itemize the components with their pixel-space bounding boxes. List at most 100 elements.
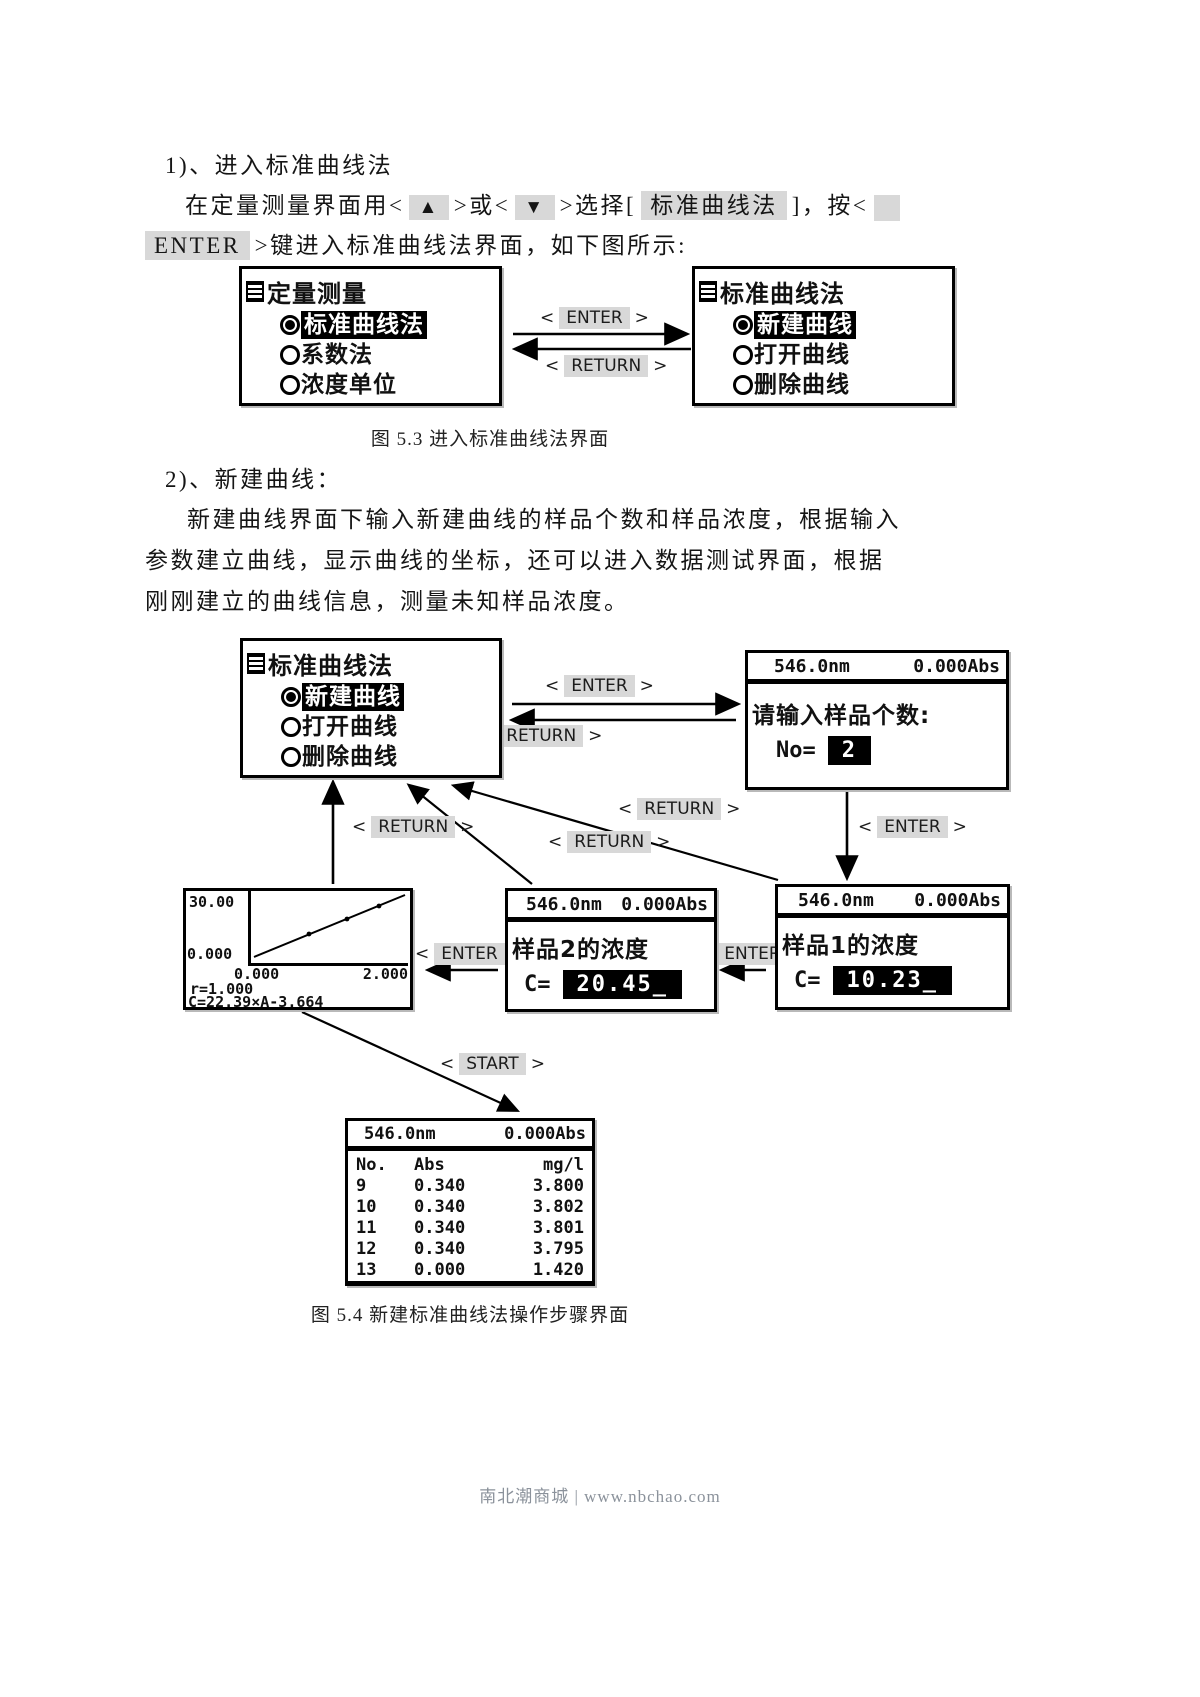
wavelength-value: 546.0nm <box>798 890 874 911</box>
menu-option-highlight: 标准曲线法 <box>641 191 787 220</box>
fig54-return-up-label: <RETURN> <box>352 816 475 838</box>
cell-conc: 3.801 <box>532 1218 584 1238</box>
return-key-label: RETURN <box>499 725 584 747</box>
table-row: 9 0.340 3.800 <box>348 1176 592 1197</box>
menu-item: 删除曲线 <box>733 371 952 399</box>
fig54-start-label: <START> <box>440 1053 545 1075</box>
screen-title-row: 标准曲线法 <box>699 274 948 309</box>
data-point <box>344 916 350 922</box>
label-text: < <box>415 944 430 964</box>
table-row: 10 0.340 3.802 <box>348 1197 592 1218</box>
enter-key-label: ENTER <box>564 675 635 697</box>
data-point <box>376 903 382 909</box>
lcd-screen-stdcurve-menu: 标准曲线法 新建曲线 打开曲线 删除曲线 <box>240 638 502 778</box>
menu-item-label: 系数法 <box>301 342 373 368</box>
menu-item-label: 打开曲线 <box>754 342 850 368</box>
section-1-line-3: ENTER>键进入标准曲线法界面，如下图所示: <box>145 226 687 260</box>
column-header: mg/l <box>543 1155 584 1175</box>
correlation-value: r=1.000 <box>190 980 254 998</box>
label-text: < <box>548 832 563 852</box>
cell-abs: 0.340 <box>414 1176 466 1196</box>
lcd-screen-stdcurve-menu: 标准曲线法 新建曲线 打开曲线 删除曲线 <box>692 266 955 406</box>
enter-key-label: ENTER <box>717 943 788 965</box>
start-arrow <box>301 1010 521 1112</box>
screen-title: 标准曲线法 <box>268 652 393 680</box>
label-text: > <box>460 817 475 837</box>
body-text: ]，按< <box>791 193 869 218</box>
paragraph-line: 刚刚建立的曲线信息，测量未知样品浓度。 <box>145 589 630 614</box>
section-1-line-2: 在定量测量界面用<▲>或<▼>选择[标准曲线法]，按< <box>185 186 901 221</box>
enter-key-label: ENTER <box>559 307 630 329</box>
cell-abs: 0.000 <box>414 1260 466 1280</box>
input-prompt: 请输入样品个数: <box>752 703 931 729</box>
curve-plot-area <box>248 891 408 966</box>
measure-header: 546.0nm 0.000Abs <box>348 1121 592 1151</box>
cell-no: 10 <box>356 1197 377 1217</box>
label-text: < <box>440 1054 455 1074</box>
data-point <box>306 931 312 937</box>
menu-item-label: 打开曲线 <box>302 714 398 740</box>
menu-item: 新建曲线 <box>281 683 499 711</box>
screen-title-row: 定量测量 <box>246 274 495 309</box>
paragraph-line: 新建曲线界面下输入新建曲线的样品个数和样品浓度，根据输入 <box>187 507 901 532</box>
fig53-enter-label: <ENTER> <box>540 307 649 329</box>
section-1-heading: 1)、进入标准曲线法 <box>165 153 394 178</box>
screen-title: 定量测量 <box>267 280 367 308</box>
label-text: > <box>634 308 649 328</box>
label-text: > <box>588 726 603 746</box>
absorbance-value: 0.000Abs <box>914 890 1001 911</box>
table-row: 12 0.340 3.795 <box>348 1239 592 1260</box>
cell-conc: 3.795 <box>532 1239 584 1259</box>
measure-header: 546.0nm 0.000Abs <box>508 891 714 922</box>
wavelength-value: 546.0nm <box>364 1124 436 1144</box>
menu-item: 删除曲线 <box>281 743 499 771</box>
cell-no: 9 <box>356 1176 367 1196</box>
field-label: C= <box>524 972 551 997</box>
radio-icon <box>733 375 753 395</box>
wavelength-value: 546.0nm <box>526 894 602 915</box>
menu-item: 新建曲线 <box>733 311 952 339</box>
menu-item: 打开曲线 <box>733 341 952 369</box>
radio-icon <box>281 717 301 737</box>
return-key-label: RETURN <box>371 816 456 838</box>
measure-header: 546.0nm 0.000Abs <box>748 653 1006 684</box>
cell-no: 11 <box>356 1218 377 1238</box>
menu-icon <box>246 281 264 302</box>
screen-title: 标准曲线法 <box>720 280 845 308</box>
fig54-arrows <box>301 692 859 1112</box>
column-header: Abs <box>414 1155 445 1175</box>
field-value: 20.45_ <box>562 970 682 999</box>
label-text: < <box>545 676 560 696</box>
lcd-screen-quant-menu: 定量测量 标准曲线法 系数法 浓度单位 <box>239 266 502 406</box>
label-text: > <box>952 817 967 837</box>
cell-abs: 0.340 <box>414 1218 466 1238</box>
field-value: 10.23_ <box>832 966 952 995</box>
cell-conc: 3.802 <box>532 1197 584 1217</box>
cell-no: 12 <box>356 1239 377 1259</box>
down-arrow-key-icon: ▼ <box>515 195 555 220</box>
cell-no: 13 <box>356 1260 377 1280</box>
table-row: 11 0.340 3.801 <box>348 1218 592 1239</box>
radio-icon <box>280 345 300 365</box>
site-footer: 南北潮商城 | www.nbchao.com <box>479 1487 721 1506</box>
wavelength-value: 546.0nm <box>774 656 850 677</box>
lcd-screen-sample2-conc: 546.0nm 0.000Abs 样品2的浓度 C= 20.45_ <box>505 888 717 1012</box>
fig53-caption: 图 5.3 进入标准曲线法界面 <box>370 429 610 450</box>
radio-selected-icon <box>733 315 753 335</box>
menu-item-label: 浓度单位 <box>301 372 397 398</box>
fig54-return-diagonal-label: <RETURN> <box>548 831 670 853</box>
x-min-label: 0.000 <box>234 965 280 983</box>
cell-abs: 0.340 <box>414 1239 466 1259</box>
calibration-line <box>253 894 406 958</box>
cell-abs: 0.340 <box>414 1197 466 1217</box>
paragraph-line: 参数建立曲线，显示曲线的坐标，还可以进入数据测试界面，根据 <box>145 548 885 573</box>
input-prompt: 样品1的浓度 <box>782 933 920 959</box>
absorbance-value: 0.000Abs <box>504 1124 586 1144</box>
label-text: < <box>545 356 560 376</box>
column-header: No. <box>356 1155 387 1175</box>
lcd-screen-sample-count: 546.0nm 0.000Abs 请输入样品个数: No= 2 <box>745 650 1009 790</box>
curve-line-chart <box>253 894 406 958</box>
lcd-screen-sample1-conc: 546.0nm 0.000Abs 样品1的浓度 C= 10.23_ <box>775 884 1010 1010</box>
input-field-row: No= 2 <box>776 736 1006 765</box>
